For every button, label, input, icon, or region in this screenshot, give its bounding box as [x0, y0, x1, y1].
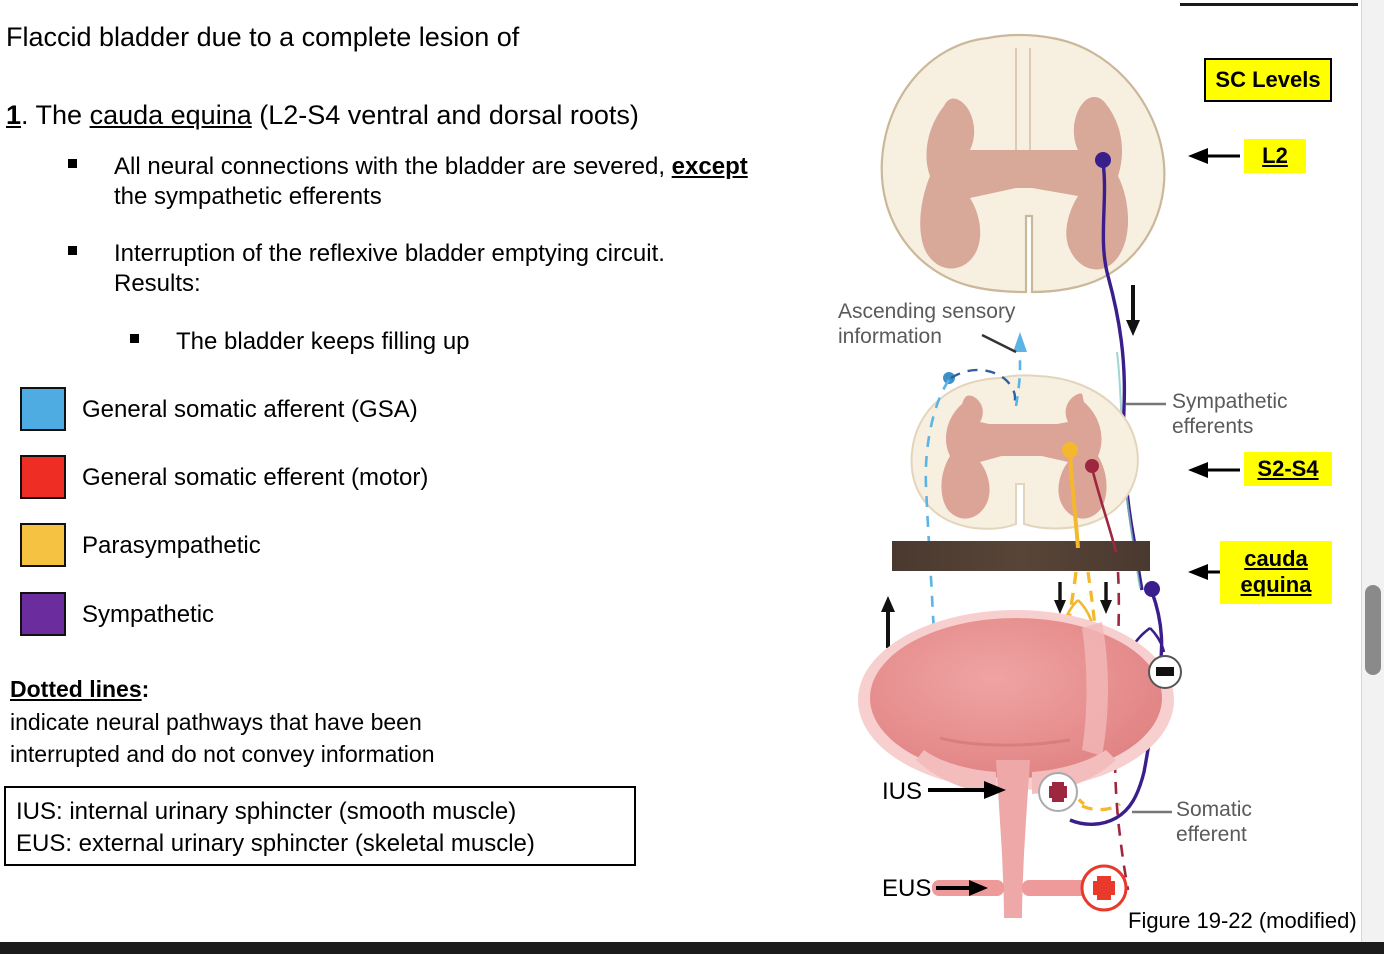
legend-label-parasympathetic: Parasympathetic — [82, 532, 261, 559]
point-suffix: (L2-S4 ventral and dorsal roots) — [251, 100, 639, 130]
level-label-s2s4: S2-S4 — [1244, 452, 1332, 487]
gray-commissure-s2s4 — [980, 424, 1068, 456]
lesion-bar — [892, 541, 1150, 571]
gray-commissure-l2 — [970, 150, 1078, 188]
anatomy-diagram-svg — [858, 33, 1240, 918]
sympathetic-cell-body — [1095, 152, 1111, 168]
sympathetic-efferents-label: Sympathetic efferents — [1172, 390, 1288, 438]
dotted-lines-heading: Dotted lines — [10, 676, 142, 702]
descending-arrows-lower — [1054, 582, 1112, 614]
legend-swatch-gsa — [20, 387, 66, 431]
gsa-dashed-pathways — [924, 332, 1027, 647]
bullet-square-icon — [68, 246, 77, 255]
bullet-item: The bladder keeps filling up — [130, 327, 750, 357]
bullet-square-icon — [68, 159, 77, 168]
eus-definition: EUS: external urinary sphincter (skeleta… — [16, 830, 535, 858]
arrow-to-s2s4 — [1188, 462, 1240, 478]
somatic-efferent-label: Somatic efferent — [1176, 798, 1252, 846]
sc-levels-label: SC Levels — [1204, 58, 1332, 103]
bullet-item: All neural connections with the bladder … — [68, 152, 758, 212]
point-underlined-term: cauda equina — [89, 100, 252, 130]
arrow-to-l2 — [1188, 148, 1240, 164]
bladder-trigone-fold — [939, 736, 1071, 747]
bullet-text: All neural connections with the bladder … — [114, 153, 672, 180]
bladder-wall-highlight — [1082, 622, 1108, 756]
bottom-status-bar — [0, 942, 1384, 954]
plus-sign-ius — [1038, 772, 1078, 812]
bladder-detrusor — [870, 618, 1162, 778]
anatomy-figure: SC Levels L2 S2-S4 cauda equina Ascendin… — [820, 0, 1360, 954]
bullet-item: Interruption of the reflexive bladder em… — [68, 239, 758, 299]
bullet-square-icon — [130, 334, 139, 343]
point-prefix: . The — [21, 100, 90, 130]
vertical-scrollbar-track[interactable] — [1361, 0, 1384, 954]
cauda-equina-node — [1144, 581, 1160, 597]
level-label-l2: L2 — [1244, 139, 1306, 174]
bullet-emphasis: except — [671, 153, 748, 180]
minus-sign-bladder — [1148, 655, 1182, 689]
dotted-lines-note: Dotted lines: indicate neural pathways t… — [10, 673, 435, 771]
legend-label-gse: General somatic efferent (motor) — [82, 464, 429, 491]
bullet-text: Interruption of the reflexive bladder em… — [114, 240, 665, 297]
sphincter-abbreviation-box: IUS: internal urinary sphincter (smooth … — [4, 786, 636, 866]
legend-label-sympathetic: Sympathetic — [82, 601, 215, 628]
level-label-cauda-equina: cauda equina — [1220, 541, 1332, 604]
descending-arrow-upper — [1126, 285, 1140, 336]
bladder-base-left — [916, 750, 996, 794]
plus-sign-eus — [1080, 864, 1128, 912]
bullet-text: The bladder keeps filling up — [176, 328, 470, 355]
eus-label: EUS — [882, 875, 932, 902]
dotted-lines-line1: indicate neural pathways that have been — [10, 708, 422, 735]
ius-definition: IUS: internal urinary sphincter (smooth … — [16, 798, 517, 825]
spinal-cord-section-l2 — [880, 33, 1166, 294]
top-divider-rule — [1180, 3, 1358, 6]
eus-band-right — [1022, 880, 1094, 896]
gray-matter-left-l2 — [920, 98, 1016, 269]
ius-pointer-arrow — [928, 781, 1006, 799]
eus-pointer-arrow — [936, 880, 988, 896]
legend-label-gsa: General somatic afferent (GSA) — [82, 396, 418, 423]
legend-swatch-sympathetic — [20, 592, 66, 636]
dotted-lines-colon: : — [141, 676, 150, 702]
urethra — [996, 760, 1030, 918]
point-number: 1 — [6, 100, 22, 130]
legend-swatch-gse — [20, 455, 66, 499]
ascending-sensory-label: Ascending sensory information — [838, 300, 1016, 348]
page-title: Flaccid bladder due to a complete lesion… — [6, 22, 520, 52]
numbered-point-1: 1. The cauda equina (L2-S4 ventral and d… — [6, 100, 639, 131]
ius-label: IUS — [882, 778, 923, 805]
bladder — [858, 610, 1174, 918]
legend-swatch-parasympathetic — [20, 523, 66, 567]
dotted-lines-line2: interrupted and do not convey informatio… — [10, 741, 435, 768]
figure-caption: Figure 19-22 (modified) — [1128, 908, 1357, 933]
ascending-sensory-leader-line — [981, 333, 1017, 354]
vertical-scrollbar-thumb[interactable] — [1365, 585, 1381, 675]
bullet-text-tail: the sympathetic efferents — [114, 183, 382, 210]
